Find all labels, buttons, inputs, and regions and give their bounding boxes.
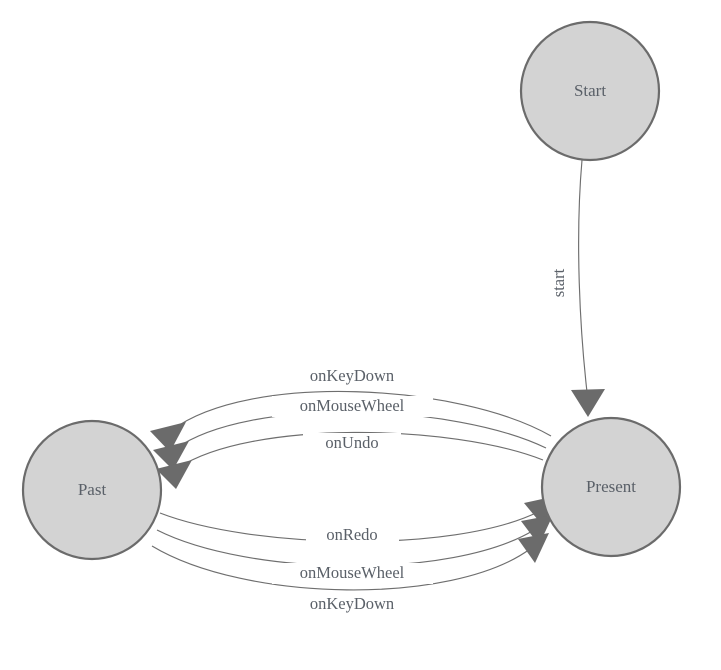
arrowhead-into-past-3 (156, 460, 192, 489)
node-past-label: Past (78, 480, 107, 499)
label-backdrop-3 (303, 433, 401, 454)
label-backdrop-5 (272, 563, 433, 584)
arrowhead-into-past-1 (150, 422, 186, 452)
edge-label-past-present-onmousewheel: onMouseWheel (300, 563, 405, 582)
arrowhead-into-present-2 (521, 515, 553, 545)
edge-label-start: start (549, 268, 568, 297)
edge-labels: onKeyDown onMouseWheel onUndo onRedo onM… (272, 366, 433, 615)
edge-label-past-present-onredo: onRedo (326, 525, 377, 544)
edge-past-to-present-onkeydown-path (151, 545, 531, 591)
label-backdrop-1 (286, 366, 418, 387)
edge-present-to-past-onkeydown-path (171, 390, 552, 437)
edge-label-present-past-onkeydown: onKeyDown (310, 366, 394, 385)
label-backdrop-2 (272, 396, 433, 417)
edge-start-to-present-path (578, 159, 588, 393)
label-backdrop-4 (306, 525, 399, 546)
node-start-circle[interactable] (519, 20, 661, 162)
edge-past-to-present-onkeydown[interactable] (151, 533, 549, 591)
edge-label-present-past-onundo: onUndo (325, 433, 378, 452)
edge-present-to-past-onundo[interactable] (156, 431, 544, 489)
node-present-label: Present (586, 477, 636, 496)
arrowhead-into-present-3 (518, 533, 549, 563)
arrowhead-into-present-top (571, 389, 605, 417)
arrowhead-into-past-2 (153, 441, 189, 470)
label-backdrop-6 (286, 594, 418, 615)
edge-label-present-past-onmousewheel: onMouseWheel (300, 396, 405, 415)
node-start[interactable]: Start (519, 20, 661, 162)
edge-label-past-present-onkeydown: onKeyDown (310, 594, 394, 613)
node-present[interactable]: Present (540, 416, 682, 558)
node-past-circle[interactable] (21, 419, 163, 561)
node-past[interactable]: Past (21, 419, 163, 561)
edge-start-to-present[interactable]: start (549, 159, 605, 417)
edge-present-to-past-onkeydown[interactable] (150, 390, 552, 452)
edge-present-to-past-onundo-path (177, 431, 544, 469)
node-present-circle[interactable] (540, 416, 682, 558)
node-start-label: Start (574, 81, 606, 100)
